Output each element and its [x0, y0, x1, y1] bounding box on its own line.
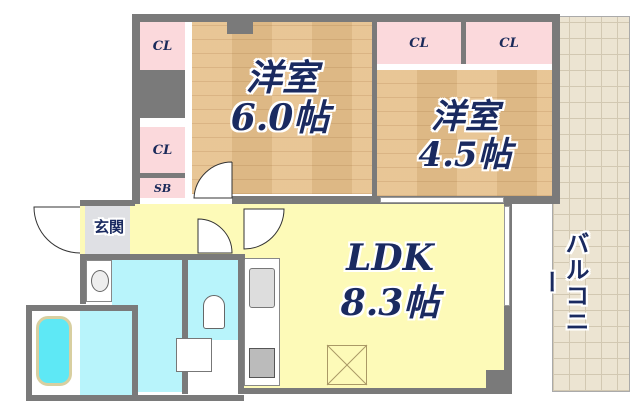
- bathtub-icon: [36, 316, 72, 386]
- western-room-1-size: 6.0帖: [230, 97, 330, 139]
- closet-3: CL: [377, 22, 461, 64]
- wall-sb: [140, 173, 192, 178]
- balcony: [552, 16, 630, 392]
- shoe-box: SB: [140, 178, 185, 198]
- western-room-1-name: 洋室: [245, 57, 318, 99]
- entrance-label: 玄関: [93, 218, 124, 236]
- washing-machine-space: [176, 338, 212, 372]
- wall-left-column: [140, 70, 192, 118]
- washbasin: [86, 260, 112, 302]
- wall-between-rooms: [372, 22, 377, 200]
- ldk-door-icon: [243, 208, 285, 250]
- sink-icon: [249, 268, 275, 308]
- wall-left-upper: [132, 14, 140, 204]
- closet-1: CL: [140, 22, 185, 70]
- entrance-door-icon: [33, 206, 81, 254]
- stove-icon: [249, 348, 275, 378]
- western-room-2-size: 4.5帖: [418, 135, 512, 175]
- balcony-label: バルコニー: [535, 231, 590, 335]
- bathroom: [80, 311, 132, 395]
- hatch-icon: [326, 344, 368, 386]
- ldk-size: 8.3帖: [340, 282, 440, 324]
- toilet-icon: [203, 295, 225, 329]
- washbasin-bowl-icon: [91, 270, 109, 292]
- wall-top: [132, 14, 560, 22]
- closet-4: CL: [466, 22, 552, 64]
- toilet-door-icon: [197, 218, 233, 254]
- entrance-floor: [85, 206, 130, 256]
- western-room-2-name: 洋室: [431, 97, 499, 137]
- pillar: [227, 22, 253, 34]
- room1-door-icon: [193, 161, 233, 199]
- ldk-name: LDK: [346, 237, 434, 279]
- closet-2: CL: [140, 127, 185, 173]
- ldk: [240, 204, 504, 388]
- western-room-4-5: [377, 70, 552, 196]
- wall-right-upper: [552, 14, 560, 204]
